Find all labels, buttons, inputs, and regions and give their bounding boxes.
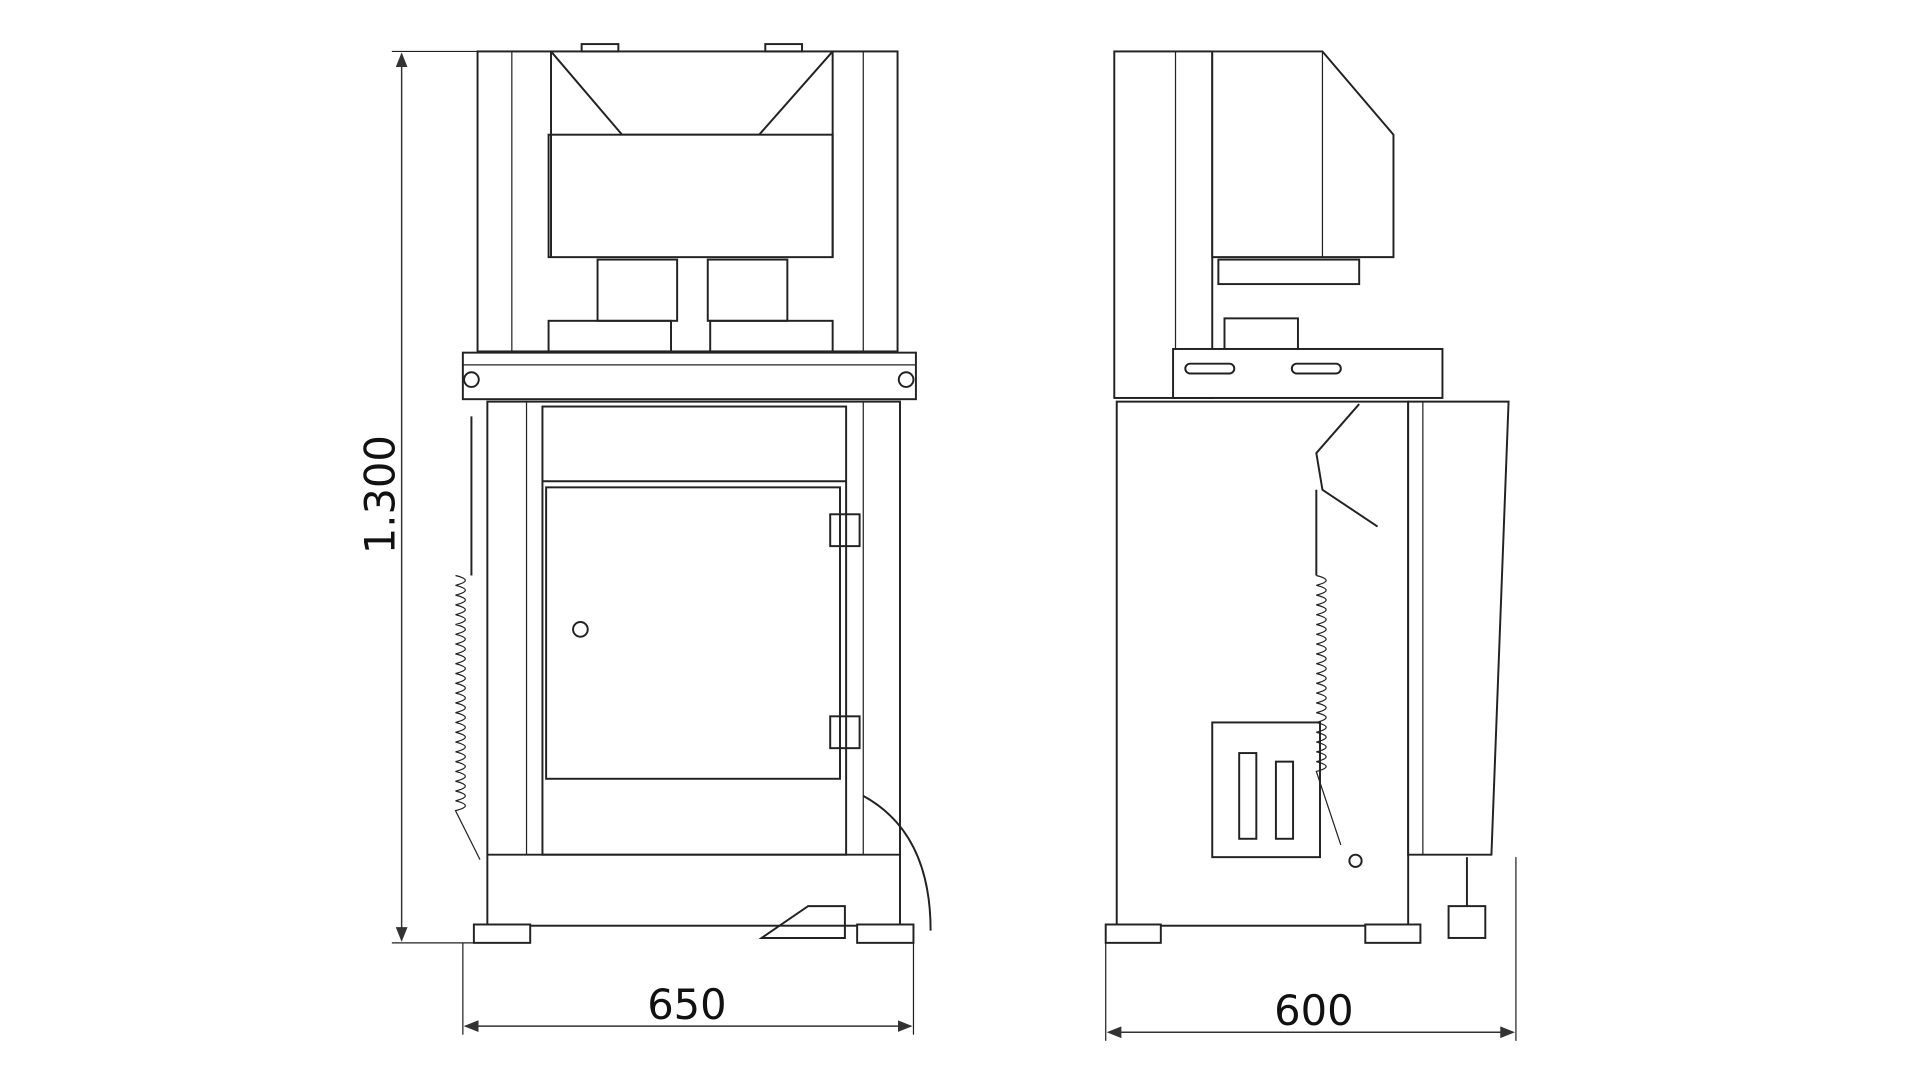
height-dimension-label: 1.300	[355, 435, 404, 554]
front-width-dimension-label: 650	[647, 980, 726, 1029]
dimension-front-width: 650	[462, 942, 915, 1035]
dimension-side-width: 600	[1105, 857, 1517, 1041]
side-width-dimension-label: 600	[1274, 986, 1353, 1035]
dimension-height: 1.300	[355, 50, 478, 944]
side-view	[1104, 50, 1510, 944]
front-view	[454, 43, 932, 944]
